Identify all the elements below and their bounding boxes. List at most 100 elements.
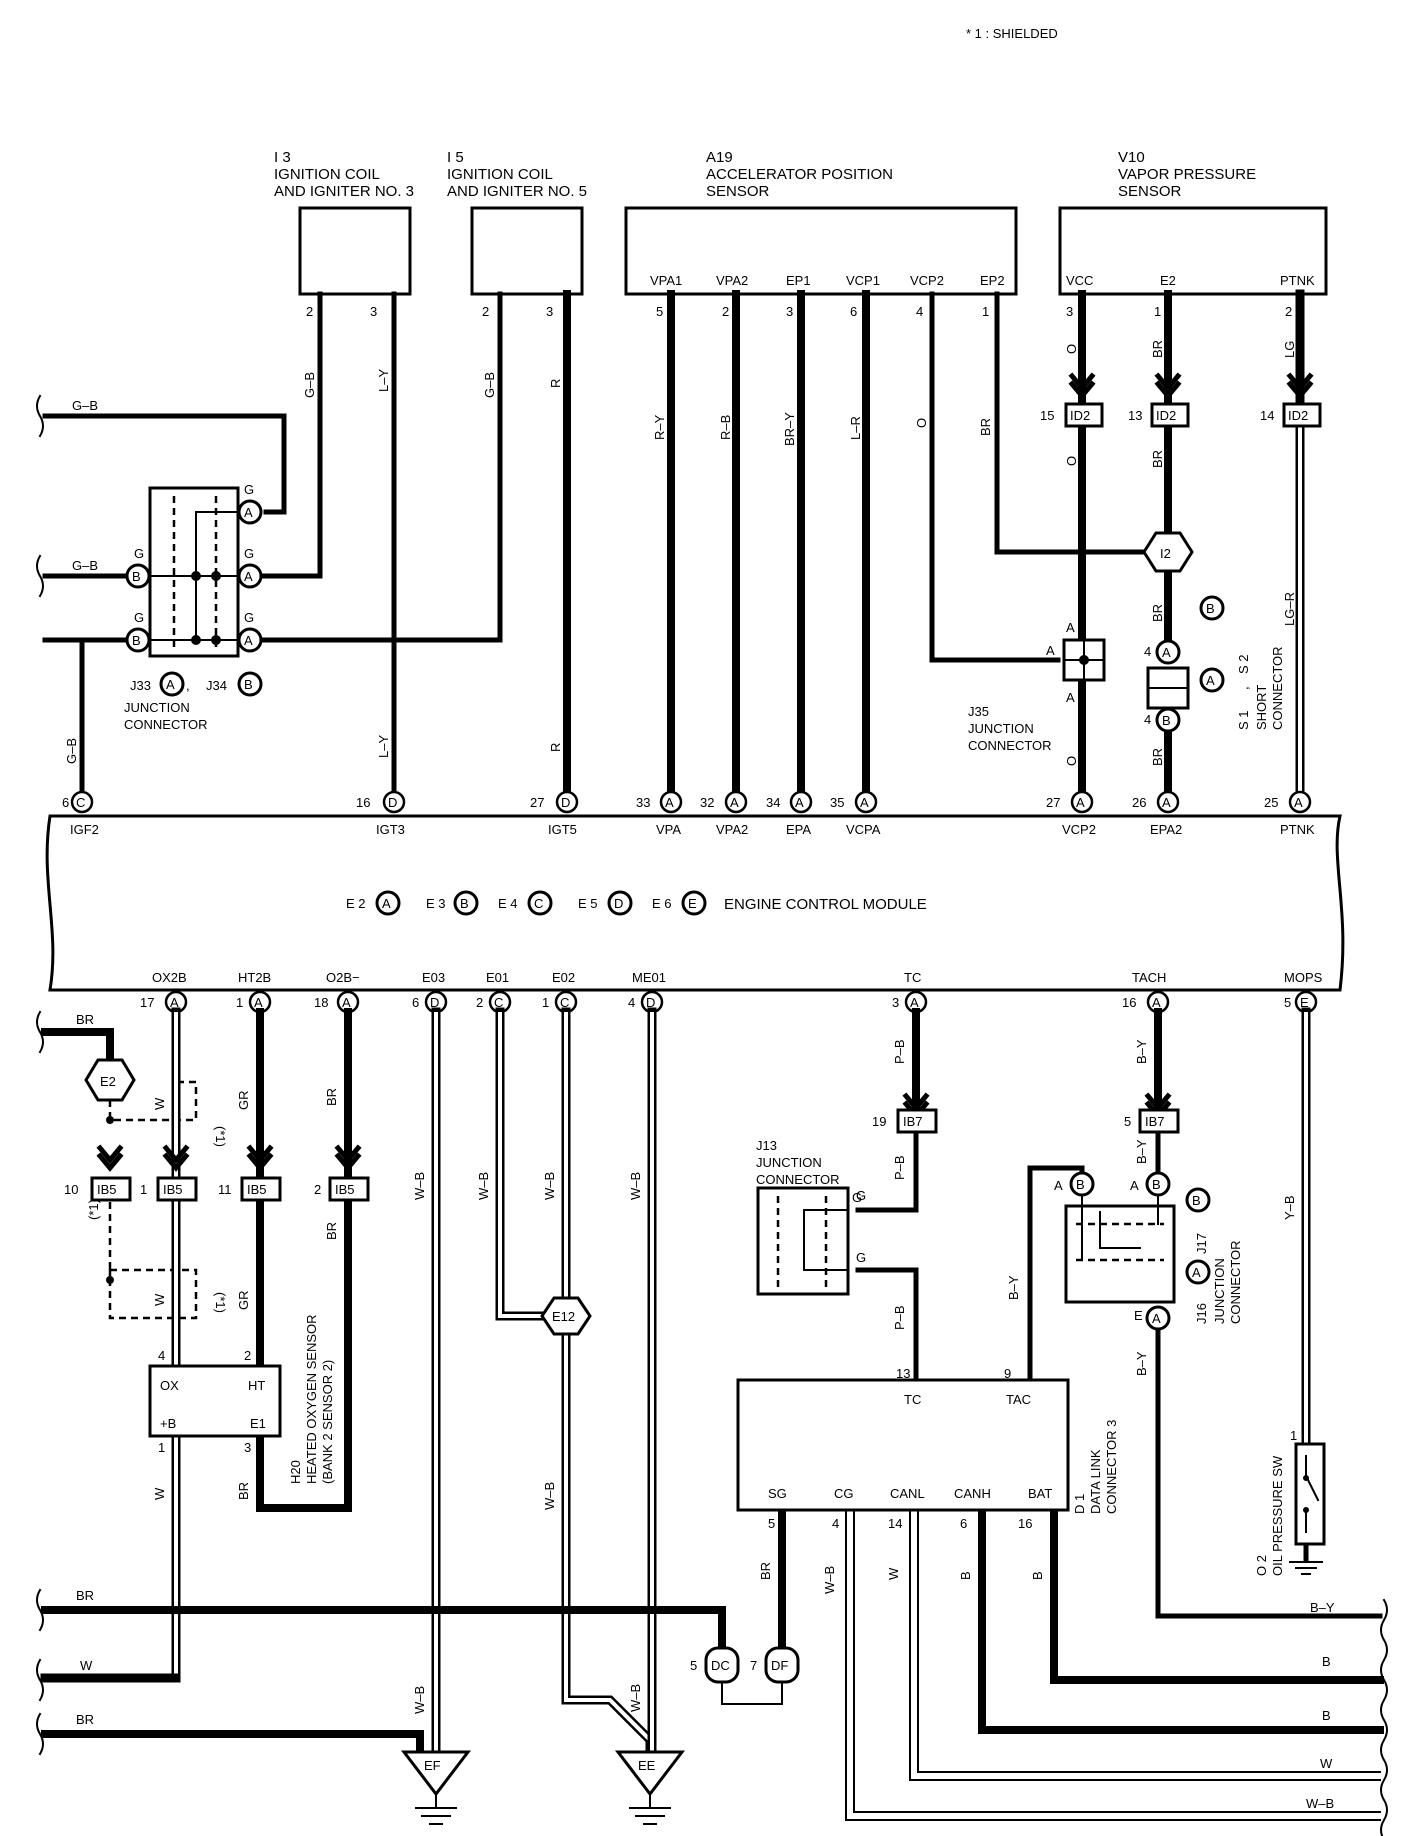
svg-text:VPA2: VPA2	[716, 273, 748, 288]
svg-text:W: W	[152, 1487, 167, 1500]
svg-text:BR–Y: BR–Y	[782, 412, 797, 446]
svg-text:IGNITION COIL: IGNITION COIL	[274, 166, 380, 183]
vapor-pressure-sensor: V10 VAPOR PRESSURE SENSOR VCC E2 PTNK 3 …	[1058, 149, 1328, 319]
svg-text:JUNCTION: JUNCTION	[756, 1155, 822, 1170]
svg-text:CONNECTOR: CONNECTOR	[756, 1172, 840, 1187]
svg-text:+B: +B	[160, 1416, 176, 1431]
svg-text:(BANK 2 SENSOR 2): (BANK 2 SENSOR 2)	[320, 1360, 335, 1484]
svg-text:GR: GR	[236, 1091, 251, 1111]
svg-text:A: A	[910, 995, 919, 1010]
svg-text:SENSOR: SENSOR	[1118, 183, 1182, 200]
dc-df-connectors: DC DF 5 7	[690, 1646, 800, 1684]
svg-text:W–B: W–B	[542, 1172, 557, 1200]
svg-text:EP1: EP1	[786, 273, 811, 288]
svg-text:2: 2	[476, 995, 483, 1010]
svg-text:IB5: IB5	[247, 1182, 267, 1197]
svg-text:IB7: IB7	[1145, 1114, 1165, 1129]
svg-text:BR: BR	[76, 1012, 94, 1027]
svg-text:S 1: S 1	[1236, 710, 1251, 730]
svg-text:C: C	[534, 896, 543, 911]
svg-text:BR: BR	[1150, 748, 1165, 766]
svg-text:4: 4	[158, 1348, 165, 1363]
ignition-coil-5: I 5 IGNITION COIL AND IGNITER NO. 5 2 3	[447, 149, 587, 319]
svg-text:W–B: W–B	[628, 1172, 643, 1200]
ignition-coil-3: I 3 IGNITION COIL AND IGNITER NO. 3 2 3	[274, 149, 414, 319]
svg-text:TAC: TAC	[1006, 1392, 1031, 1407]
svg-text:A: A	[1066, 620, 1075, 635]
svg-text:G: G	[244, 610, 254, 625]
svg-text:A: A	[1076, 795, 1085, 810]
svg-text:AND IGNITER NO. 3: AND IGNITER NO. 3	[274, 183, 414, 200]
svg-text:A: A	[1162, 645, 1171, 660]
svg-text:D 1: D 1	[1072, 1494, 1087, 1514]
svg-text:W–B: W–B	[822, 1566, 837, 1594]
svg-text:,: ,	[1236, 686, 1251, 690]
svg-text:W–B: W–B	[412, 1172, 427, 1200]
svg-text:E2: E2	[1160, 273, 1176, 288]
svg-text:4: 4	[832, 1516, 839, 1531]
svg-text:IGNITION COIL: IGNITION COIL	[447, 166, 553, 183]
svg-text:B–Y: B–Y	[1134, 1351, 1149, 1376]
svg-text:ID2: ID2	[1070, 408, 1090, 423]
svg-text:E02: E02	[552, 970, 575, 985]
id2-junctions: ID2 ID2 ID2 15 13 14	[1040, 402, 1322, 428]
svg-text:IGT3: IGT3	[376, 822, 405, 837]
svg-text:16: 16	[1122, 995, 1136, 1010]
svg-text:MOPS: MOPS	[1284, 970, 1323, 985]
svg-text:PTNK: PTNK	[1280, 822, 1315, 837]
svg-text:DC: DC	[711, 1658, 730, 1673]
svg-text:A: A	[1192, 1265, 1201, 1280]
svg-text:E 4: E 4	[498, 896, 518, 911]
svg-text:IGT5: IGT5	[548, 822, 577, 837]
svg-text:E03: E03	[422, 970, 445, 985]
svg-text:2: 2	[482, 304, 489, 319]
e12-splice: E12	[540, 1296, 592, 1336]
svg-text:13: 13	[1128, 408, 1142, 423]
svg-text:JUNCTION: JUNCTION	[124, 700, 190, 715]
svg-text:W–B: W–B	[476, 1172, 491, 1200]
svg-text:19: 19	[872, 1114, 886, 1129]
ib7-junctions: IB7 IB7 19 5	[872, 1108, 1180, 1134]
svg-text:2: 2	[1285, 304, 1292, 319]
svg-text:BR: BR	[978, 418, 993, 436]
svg-text:32: 32	[700, 795, 714, 810]
svg-text:P–B: P–B	[892, 1155, 907, 1180]
svg-text:O: O	[1064, 344, 1079, 354]
svg-text:VCP2: VCP2	[910, 273, 944, 288]
svg-text:HT: HT	[248, 1378, 265, 1393]
svg-text:R: R	[548, 743, 563, 752]
data-link-connector-3: TC TAC SG CG CANL CANH BAT 13 9 5 4 14 6…	[736, 1366, 1119, 1531]
svg-text:E 6: E 6	[652, 896, 672, 911]
svg-text:5: 5	[1284, 995, 1291, 1010]
svg-text:17: 17	[140, 995, 154, 1010]
svg-text:5: 5	[656, 304, 663, 319]
svg-text:VPA: VPA	[656, 822, 681, 837]
svg-text:E: E	[688, 896, 697, 911]
junction-connector-j13: G G J13 JUNCTION CONNECTOR	[756, 1138, 866, 1296]
svg-text:B–Y: B–Y	[1006, 1275, 1021, 1300]
svg-text:L–Y: L–Y	[376, 369, 391, 392]
svg-text:O 2: O 2	[1254, 1555, 1269, 1576]
svg-text:W: W	[152, 1293, 167, 1306]
svg-text:CONNECTOR: CONNECTOR	[968, 738, 1052, 753]
svg-text:C: C	[76, 795, 85, 810]
svg-text:A: A	[1294, 795, 1303, 810]
svg-text:B: B	[1192, 1193, 1201, 1208]
svg-text:E2: E2	[100, 1074, 116, 1089]
svg-text:18: 18	[314, 995, 328, 1010]
svg-text:LG: LG	[1282, 341, 1297, 358]
svg-text:16: 16	[1018, 1516, 1032, 1531]
svg-text:1: 1	[1154, 304, 1161, 319]
svg-text:VPA1: VPA1	[650, 273, 682, 288]
svg-text:TACH: TACH	[1132, 970, 1166, 985]
svg-text:B: B	[1322, 1708, 1331, 1723]
svg-text:H20: H20	[288, 1460, 303, 1484]
svg-text:2: 2	[722, 304, 729, 319]
svg-text:BR: BR	[236, 1482, 251, 1500]
svg-text:B: B	[244, 677, 253, 692]
svg-text:A: A	[1066, 690, 1075, 705]
svg-text:9: 9	[1004, 1366, 1011, 1381]
svg-text:DATA LINK: DATA LINK	[1088, 1449, 1103, 1514]
svg-text:3: 3	[546, 304, 553, 319]
svg-text:B: B	[1030, 1571, 1045, 1580]
